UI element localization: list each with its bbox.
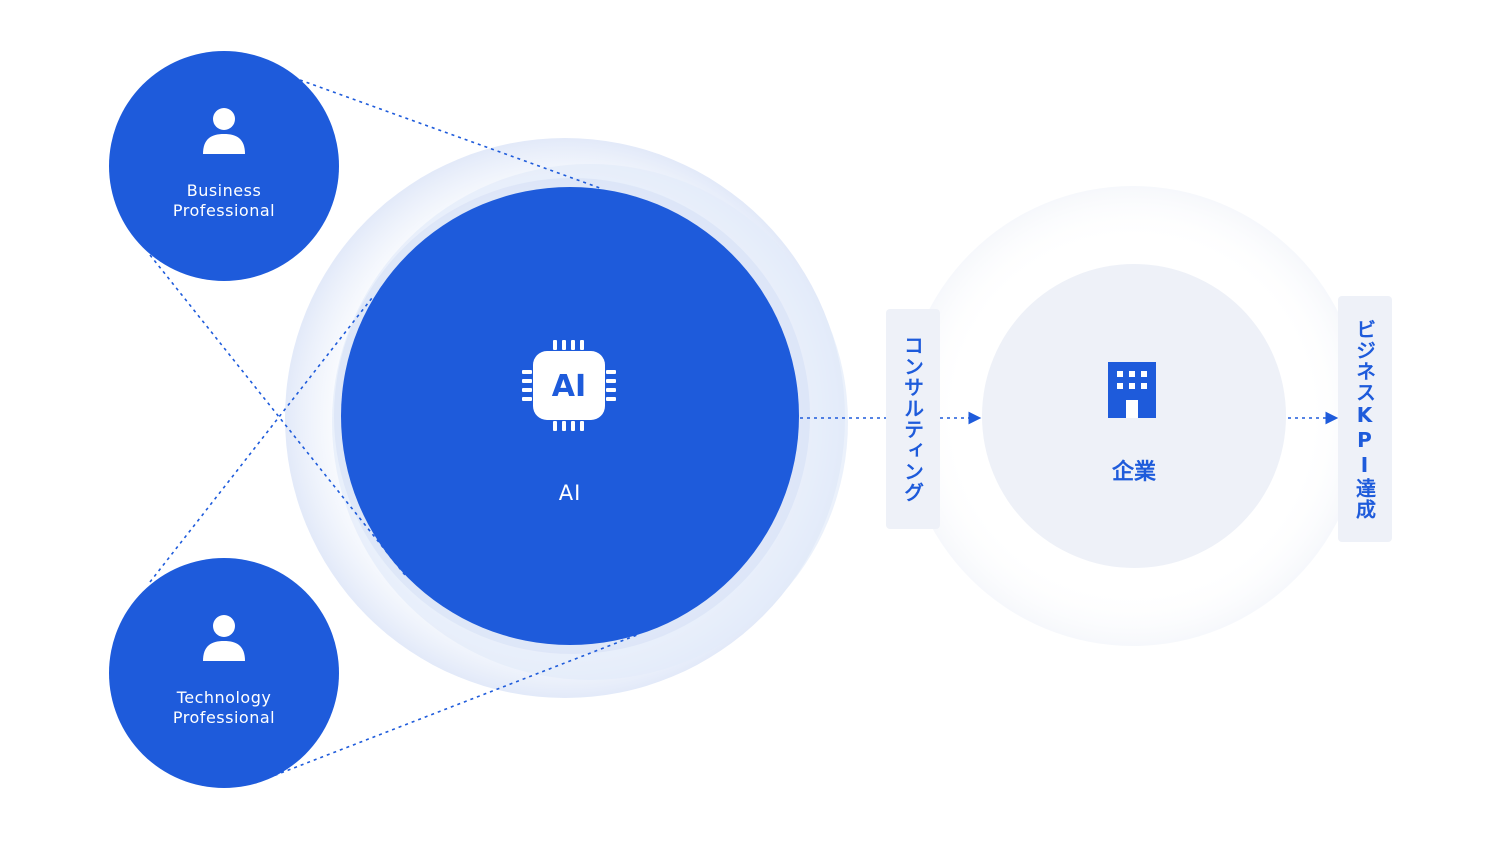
person-icon — [203, 615, 245, 661]
company-node: 企業 — [982, 264, 1286, 568]
svg-text:AI: AI — [552, 369, 586, 404]
kpi-tag: ビジネスKPI達成 — [1338, 296, 1392, 542]
connector-business-bottom — [149, 254, 406, 576]
ai-node: AI AI — [341, 187, 799, 645]
ai-label: AI — [558, 481, 582, 505]
business-professional-label: Business Professional — [172, 181, 276, 220]
technology-professional-node: Technology Professional — [109, 558, 339, 788]
consulting-tag: コンサルティング — [886, 309, 940, 529]
ai-chip-icon: AI — [522, 340, 616, 431]
person-icon — [203, 108, 245, 154]
building-icon — [1108, 362, 1156, 418]
business-professional-node: Business Professional — [109, 51, 339, 281]
connector-technology-bottom — [254, 634, 638, 784]
company-label: 企業 — [1111, 460, 1156, 485]
technology-professional-label: Technology Professional — [172, 688, 276, 727]
